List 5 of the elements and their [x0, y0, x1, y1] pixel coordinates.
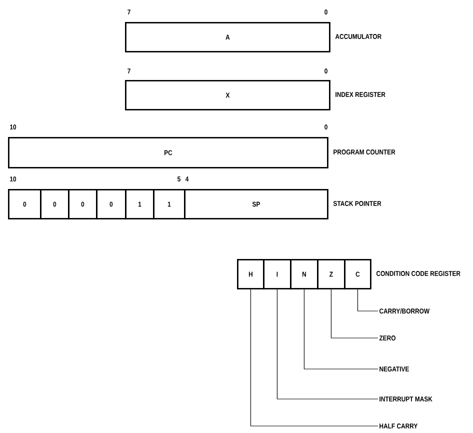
leader-line: [250, 289, 378, 426]
leader-line: [276, 289, 378, 400]
leader-line: [357, 289, 378, 312]
leader-line: [304, 289, 378, 370]
leader-line: [330, 289, 378, 338]
